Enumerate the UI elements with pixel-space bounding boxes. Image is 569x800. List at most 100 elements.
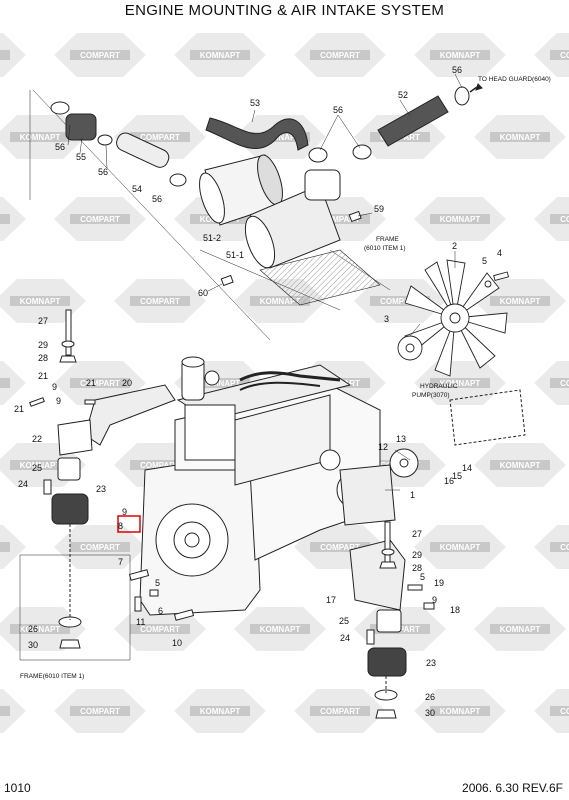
callout-24: 24: [340, 633, 350, 643]
air-intake-group: [29, 83, 483, 341]
bolt-4: [493, 271, 510, 282]
callout-26: 26: [28, 624, 38, 634]
callout-30: 30: [28, 640, 38, 650]
callout-11: 11: [136, 617, 145, 627]
hose-clamp: [50, 101, 70, 115]
bolt-11: [134, 596, 142, 612]
watermark-band: [0, 542, 10, 552]
page-title: ENGINE MOUNTING & AIR INTAKE SYSTEM: [124, 2, 445, 19]
watermark-band: [190, 706, 250, 716]
watermark-band: [310, 50, 370, 60]
callout-12: 12: [378, 442, 388, 452]
watermark-band: [0, 378, 10, 388]
callout-7: 7: [118, 557, 123, 567]
watermark-text: KOMNAPT: [500, 133, 541, 142]
notes: TO HEAD GUARD(6040) FRAME (6010 ITEM 1) …: [20, 76, 551, 680]
callout-17: 17: [326, 595, 336, 605]
watermark-text: COMPART: [140, 625, 180, 634]
bolt-24: [43, 479, 52, 495]
watermark-band: [190, 50, 250, 60]
callout-18: 18: [450, 605, 460, 615]
highlight-box-8: [117, 515, 141, 533]
watermark-text: KOMNAPT: [20, 297, 61, 306]
watermark-text: COMPART: [80, 51, 120, 60]
callout-9: 9: [52, 382, 57, 392]
hose-clamp: [454, 86, 470, 106]
watermark-text: COMPART: [320, 707, 360, 716]
callout-52: 52: [398, 90, 408, 100]
washer-29: [61, 340, 75, 348]
watermark-band: [130, 460, 190, 470]
hose-clamp: [169, 173, 187, 187]
callout-51-1: 51-1: [226, 250, 244, 260]
watermark-text: COMPART: [380, 297, 420, 306]
callout-20: 20: [122, 378, 132, 388]
watermark-text: KOMNAPT: [500, 625, 541, 634]
callout-5: 5: [155, 578, 160, 588]
watermark-text: KOMNAPT: [440, 543, 481, 552]
engine-bracket-1: [339, 464, 396, 526]
watermark-band: [190, 378, 250, 388]
callout-28: 28: [38, 353, 48, 363]
callout-9: 9: [56, 396, 61, 406]
bolt-9: [84, 399, 96, 405]
leader-lines: [67, 73, 463, 491]
bolt-27: [65, 309, 72, 356]
watermark-band: [10, 460, 70, 470]
washer-5: [484, 280, 492, 288]
watermark-text: KOMNAPT: [20, 625, 61, 634]
left-mount-group: [19, 309, 195, 661]
watermark-band: [70, 542, 130, 552]
watermark-text: KOMNAPT: [260, 625, 301, 634]
intake-hose-55: [65, 113, 97, 141]
revision-date: 2006. 6.30 REV.6F: [462, 781, 563, 795]
callout-55: 55: [76, 152, 86, 162]
watermark-text: COMPART: [560, 51, 569, 60]
washer-26: [58, 616, 82, 628]
watermark-band: [550, 214, 569, 224]
watermark-band: [0, 214, 10, 224]
callout-28: 28: [412, 563, 422, 573]
watermark-band: [10, 296, 70, 306]
watermark-text: KOMNAPT: [440, 707, 481, 716]
callout-4: 4: [497, 248, 502, 258]
watermark-band: [250, 624, 310, 634]
watermark-band: [550, 378, 569, 388]
watermark-band: [130, 296, 190, 306]
watermark-text: KOMNAPT: [20, 461, 61, 470]
callout-51-2: 51-2: [203, 233, 221, 243]
watermark-band: [430, 378, 490, 388]
engine-group: [139, 356, 526, 616]
rubber-mount-23-right: [367, 647, 407, 677]
watermark-band: [550, 542, 569, 552]
note-head-guard: TO HEAD GUARD(6040): [478, 76, 551, 83]
watermark-text: KOMNAPT: [20, 133, 61, 142]
watermark-text: COMPART: [80, 379, 120, 388]
watermark-band: [70, 706, 130, 716]
intake-hose-52: [377, 95, 449, 147]
watermark-band: [310, 214, 370, 224]
mount-bracket-17: [349, 539, 406, 611]
watermark-band: [130, 132, 190, 142]
watermark-text: COMPART: [320, 51, 360, 60]
note-frame-top-item: (6010 ITEM 1): [364, 245, 406, 252]
callout-2: 2: [452, 241, 457, 251]
watermark-band: [430, 542, 490, 552]
washer-29-right: [381, 548, 395, 556]
watermark-text: KOMNAPT: [440, 379, 481, 388]
watermark-band: [430, 706, 490, 716]
watermark-text: COMPART: [320, 215, 360, 224]
bolt-59: [348, 210, 362, 223]
watermark-band: [250, 296, 310, 306]
callout-8: 8: [118, 521, 123, 531]
callout-10: 10: [172, 638, 182, 648]
callout-56: 56: [152, 194, 162, 204]
hose-clamp: [97, 134, 113, 146]
callout-19: 19: [434, 578, 444, 588]
callout-56: 56: [452, 65, 462, 75]
watermark-text: COMPART: [80, 707, 120, 716]
watermark-band: [490, 132, 550, 142]
callout-21: 21: [14, 404, 24, 414]
callout-53: 53: [250, 98, 260, 108]
callout-1: 1: [410, 490, 415, 500]
